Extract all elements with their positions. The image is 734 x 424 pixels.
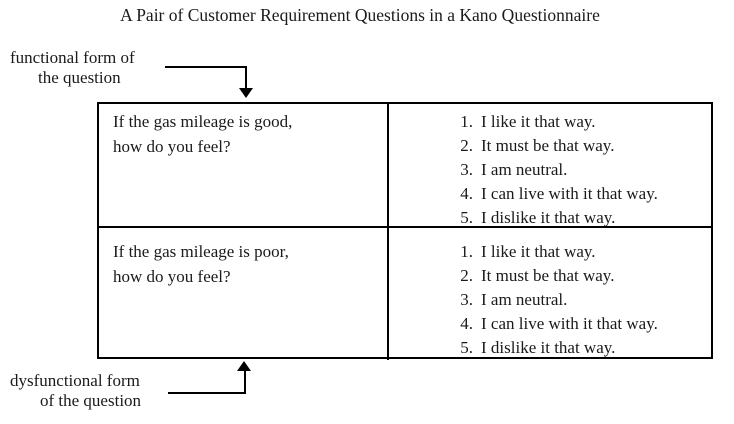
option-text: I am neutral. (481, 160, 568, 179)
option-item: 3. I am neutral. (453, 158, 707, 182)
dysfunctional-arrow-horizontal-line (168, 392, 246, 394)
functional-form-label: functional form of the question (10, 48, 135, 88)
option-number: 3. (460, 160, 473, 179)
option-number: 5. (460, 208, 473, 227)
option-text: I like it that way. (481, 242, 596, 261)
dysfunctional-form-label: dysfunctional form of the question (10, 371, 141, 411)
option-text: I am neutral. (481, 290, 568, 309)
option-number: 2. (460, 266, 473, 285)
dysfunctional-form-label-line2: of the question (40, 391, 142, 410)
option-number: 4. (460, 314, 473, 333)
questionnaire-table: If the gas mileage is good, how do you f… (97, 102, 713, 360)
functional-arrow-down-icon (239, 88, 253, 98)
functional-question-text: If the gas mileage is good, how do you f… (113, 112, 293, 156)
option-text: I can live with it that way. (481, 314, 658, 333)
option-number: 5. (460, 338, 473, 357)
question-cell-functional: If the gas mileage is good, how do you f… (99, 104, 387, 226)
option-item: 5. I dislike it that way. (453, 336, 707, 360)
option-item: 2. It must be that way. (453, 264, 707, 288)
option-text: It must be that way. (481, 266, 615, 285)
option-text: It must be that way. (481, 136, 615, 155)
option-item: 5. I dislike it that way. (453, 206, 707, 230)
question-cell-dysfunctional: If the gas mileage is poor, how do you f… (99, 226, 387, 360)
option-number: 2. (460, 136, 473, 155)
options-cell-functional: 1. I like it that way. 2. It must be tha… (387, 104, 711, 227)
dysfunctional-form-label-line1: dysfunctional form (10, 371, 140, 390)
option-text: I like it that way. (481, 112, 596, 131)
functional-form-label-line2: the question (38, 68, 121, 87)
option-item: 1. I like it that way. (453, 240, 707, 264)
functional-arrow-horizontal-line (165, 66, 247, 68)
option-number: 1. (460, 242, 473, 261)
option-item: 2. It must be that way. (453, 134, 707, 158)
option-number: 4. (460, 184, 473, 203)
option-text: I dislike it that way. (481, 338, 616, 357)
option-text: I dislike it that way. (481, 208, 616, 227)
dysfunctional-arrow-vertical-line (244, 371, 246, 394)
option-item: 1. I like it that way. (453, 110, 707, 134)
figure-title: A Pair of Customer Requirement Questions… (120, 5, 600, 25)
option-number: 3. (460, 290, 473, 309)
dysfunctional-options-list: 1. I like it that way. 2. It must be tha… (389, 228, 711, 360)
option-item: 3. I am neutral. (453, 288, 707, 312)
option-item: 4. I can live with it that way. (453, 312, 707, 336)
functional-arrow-vertical-line (245, 66, 247, 89)
dysfunctional-question-text: If the gas mileage is poor, how do you f… (113, 242, 289, 286)
options-cell-dysfunctional: 1. I like it that way. 2. It must be tha… (387, 226, 711, 360)
functional-form-label-line1: functional form of (10, 48, 135, 67)
dysfunctional-arrow-up-icon (237, 361, 251, 371)
functional-options-list: 1. I like it that way. 2. It must be tha… (389, 104, 711, 230)
option-item: 4. I can live with it that way. (453, 182, 707, 206)
option-text: I can live with it that way. (481, 184, 658, 203)
option-number: 1. (460, 112, 473, 131)
